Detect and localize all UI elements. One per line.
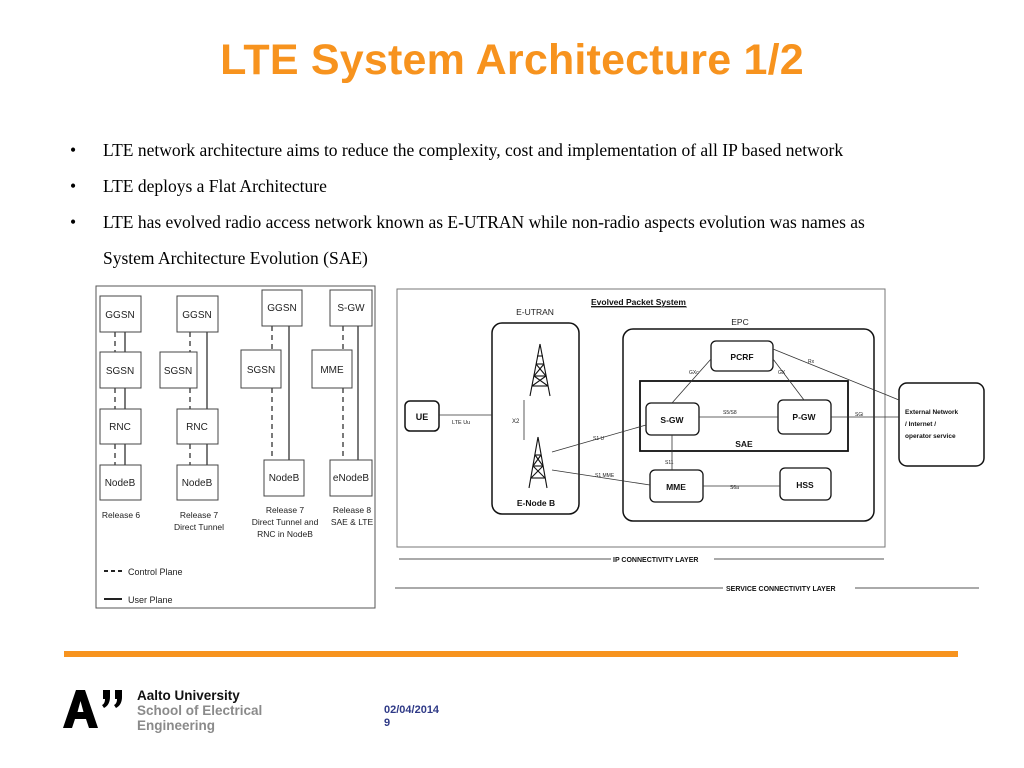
page-number: 9 <box>384 717 391 729</box>
pgw-label: P-GW <box>792 412 816 422</box>
node-box <box>329 289 373 327</box>
node-label: NodeB <box>105 478 136 489</box>
bullet-text: LTE has evolved radio access network kno… <box>103 212 865 232</box>
footer-accent-bar <box>64 651 958 657</box>
node-box <box>99 351 142 389</box>
lte-uu-label: LTE Uu <box>452 420 470 426</box>
pcrf-box <box>710 340 774 372</box>
eutran-label: E-UTRAN <box>516 307 554 317</box>
bullet-item: • LTE has evolved radio access network k… <box>70 204 1000 240</box>
node-label: SGSN <box>106 366 134 377</box>
release-caption: Release 6 <box>102 510 141 520</box>
uni-line-2: School of Electrical <box>137 703 263 718</box>
node-label: SGSN <box>164 366 192 377</box>
node-box <box>176 295 219 333</box>
release-caption: Release 7 <box>180 510 219 520</box>
gx-label: GX <box>778 370 786 376</box>
node-box <box>99 464 142 501</box>
aalto-logo-icon <box>63 690 122 728</box>
node-label: S-GW <box>337 303 365 314</box>
bullet-dot: • <box>70 176 77 196</box>
s1mme-label: S1 MME <box>595 473 615 479</box>
hss-label: HSS <box>796 480 814 490</box>
uni-line-1: Aalto University <box>137 688 240 703</box>
legend-user-plane: User Plane <box>128 595 173 605</box>
bullet-item: • LTE deploys a Flat Architecture <box>70 168 1000 204</box>
rx-label: Rx <box>808 359 815 365</box>
release-caption: SAE & LTE <box>331 517 374 527</box>
s5s8-label: S5/S8 <box>723 410 737 416</box>
node-label: GGSN <box>267 303 296 314</box>
mme-label: MME <box>666 482 686 492</box>
external-label: operator service <box>905 433 956 440</box>
slide-title: LTE System Architecture 1/2 <box>220 36 804 84</box>
footer-meta: 02/04/2014 9 <box>384 704 439 730</box>
university-name: Aalto University School of Electrical En… <box>137 688 262 733</box>
uni-line-3: Engineering <box>137 718 216 733</box>
antenna-tower-icon <box>528 436 548 489</box>
release-caption: RNC in NodeB <box>257 529 313 539</box>
gxc-label: GXc <box>689 370 699 376</box>
x2-label: X2 <box>512 419 520 425</box>
eps-label: Evolved Packet System <box>591 297 686 307</box>
service-layer-label: SERVICE CONNECTIVITY LAYER <box>726 586 836 593</box>
sgi-label: SGi <box>855 412 863 418</box>
node-box <box>329 459 373 497</box>
s11-label: S11 <box>665 460 674 466</box>
pcrf-label: PCRF <box>730 352 753 362</box>
node-label: RNC <box>186 422 208 433</box>
bullet-dot: • <box>70 140 77 160</box>
sae-label: SAE <box>735 439 753 449</box>
bullet-continuation: System Architecture Evolution (SAE) <box>103 248 368 268</box>
eps-diagram: Evolved Packet System E-UTRAN <box>395 288 985 593</box>
bullet-text: LTE network architecture aims to reduce … <box>103 140 844 160</box>
release-caption: Direct Tunnel <box>174 522 224 532</box>
sgw-label: S-GW <box>660 415 684 425</box>
ue-label: UE <box>416 412 429 422</box>
bullet-text: LTE deploys a Flat Architecture <box>103 176 327 196</box>
node-label: SGSN <box>247 365 275 376</box>
node-label: MME <box>320 365 344 376</box>
left-diagram-frame <box>95 285 376 609</box>
node-box <box>176 408 219 445</box>
release-caption: Release 7 <box>266 505 305 515</box>
release-evolution-diagram: GGSN SGSN RNC NodeB GGSN SGSN RNC NodeB … <box>95 285 376 609</box>
node-box <box>240 349 282 389</box>
node-box <box>99 408 142 445</box>
node-box <box>261 289 303 327</box>
node-label: NodeB <box>269 473 300 484</box>
enodeb-label: E-Node B <box>517 498 555 508</box>
release-caption: Direct Tunnel and <box>252 517 319 527</box>
antenna-tower-icon <box>529 343 551 397</box>
node-label: eNodeB <box>333 473 369 484</box>
node-box <box>311 349 353 389</box>
external-label: External Network <box>905 409 958 416</box>
legend-control-plane: Control Plane <box>128 567 183 577</box>
bullet-item: • LTE network architecture aims to reduc… <box>70 132 1000 168</box>
node-label: GGSN <box>182 310 211 321</box>
s1u-label: S1 U <box>593 436 605 442</box>
external-label: / Internet / <box>905 421 936 428</box>
node-box <box>99 295 142 333</box>
eutran-box <box>491 322 580 515</box>
ip-layer-label: IP CONNECTIVITY LAYER <box>613 557 698 564</box>
node-box <box>159 351 198 389</box>
ue-box <box>404 400 440 432</box>
epc-label: EPC <box>731 317 748 327</box>
node-label: GGSN <box>105 310 134 321</box>
bullet-list: • LTE network architecture aims to reduc… <box>70 132 1000 276</box>
s6a-label: S6a <box>730 485 739 491</box>
node-box <box>176 464 219 501</box>
node-box <box>263 459 305 497</box>
release-caption: Release 8 <box>333 505 372 515</box>
footer-date: 02/04/2014 <box>384 704 440 716</box>
bullet-dot: • <box>70 212 77 232</box>
hss-box <box>779 467 832 501</box>
left-legend: Control Plane User Plane <box>104 567 183 605</box>
external-network-box <box>898 382 985 467</box>
node-label: RNC <box>109 422 131 433</box>
node-label: NodeB <box>182 478 213 489</box>
